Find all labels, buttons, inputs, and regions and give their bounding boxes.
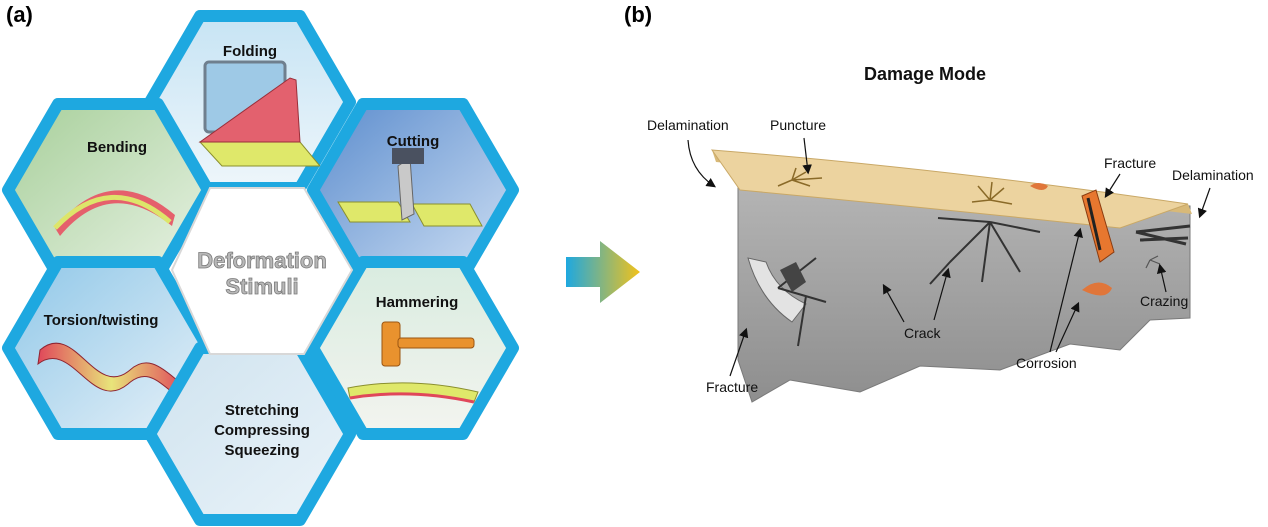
hex-bending: Bending [2,98,214,282]
damage-features [747,167,1191,347]
label-delamination-right: Delamination [1172,167,1254,183]
arrow-delamination-right [1197,187,1211,219]
cutting-illustration [337,148,483,227]
hex-cutting-title: Cutting [387,133,439,150]
arrow-crack-left [882,283,905,323]
label-corrosion: Corrosion [1016,355,1077,371]
hex-center: Deformation Stimuli [170,187,354,355]
hex-torsion-title: Torsion/twisting [44,312,159,329]
panel-a-label: (a) [6,2,33,27]
label-puncture: Puncture [770,117,826,133]
label-crazing: Crazing [1140,293,1188,309]
hex-stretching-line1: Stretching [225,402,299,419]
arrow-delamination-left [687,139,716,188]
hex-stretching-line2: Compressing [214,422,310,439]
label-crack: Crack [904,325,942,341]
arrow-crack-right [933,267,951,321]
arrow-fracture-bottom [729,327,749,377]
hex-bending-title: Bending [87,139,147,156]
folding-illustration [198,60,322,167]
hex-folding-title: Folding [223,43,277,60]
panel-b-label: (b) [624,2,653,27]
hex-stretching-line3: Squeezing [224,442,299,459]
hex-hammering-title: Hammering [376,294,459,311]
hex-folding: Folding [144,10,356,194]
damage-labels: Delamination Puncture Fracture Delaminat… [647,117,1254,395]
transition-arrow [566,241,640,303]
damage-mode-title: Damage Mode [864,64,986,84]
center-title-line1: Deformation [197,248,327,273]
arrow-puncture [802,137,812,175]
hex-cutting: Cutting [307,98,519,282]
hammering-illustration [347,321,479,404]
center-title-line2: Stimuli [225,274,298,299]
arrow-corrosion-up [1049,227,1083,353]
hex-hammering: Hammering [307,256,519,440]
label-fracture-bottom: Fracture [706,379,758,395]
hex-stretching: Stretching Compressing Squeezing [144,342,356,526]
arrow-fracture-top [1104,173,1121,199]
bending-illustration [53,190,175,236]
arrow-crazing [1156,263,1167,293]
arrow-corrosion-side [1055,301,1080,353]
label-delamination-left: Delamination [647,117,729,133]
label-fracture-top: Fracture [1104,155,1156,171]
